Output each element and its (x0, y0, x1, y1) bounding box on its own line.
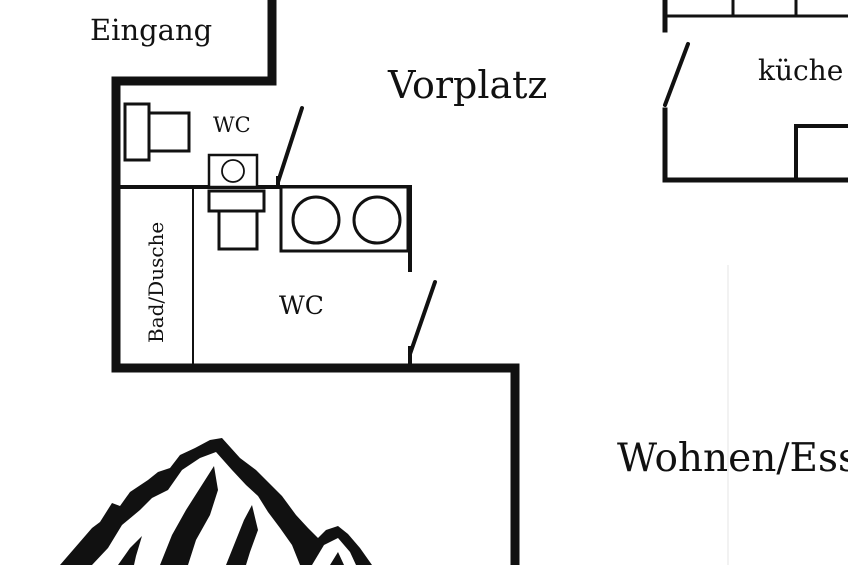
label-eingang: Eingang (90, 13, 212, 47)
label-wohnen-ess: Wohnen/Ess (617, 436, 848, 481)
kitchen-counter (665, 0, 848, 18)
wall-entrance (111, 0, 520, 565)
label-wc-small: WC (213, 113, 251, 137)
kitchen-walls (662, 0, 848, 183)
label-vorplatz: Vorplatz (387, 63, 547, 107)
toilet-large-wc-icon (207, 189, 266, 251)
outer-walls (111, 0, 520, 565)
label-bad-dusche: Bad/Dusche (144, 222, 168, 343)
mountain-logo-icon (60, 438, 372, 565)
label-kueche: küche (758, 54, 843, 87)
kitchen-door (663, 42, 690, 107)
toilet-small-wc-icon (123, 102, 191, 162)
kitchen-cabinet (794, 124, 848, 180)
door-wc-large (408, 280, 437, 356)
label-wc-large: WC (279, 291, 324, 320)
double-basin-icon (279, 185, 410, 253)
basin-small-icon (207, 153, 259, 189)
door-wc-small (276, 106, 304, 184)
